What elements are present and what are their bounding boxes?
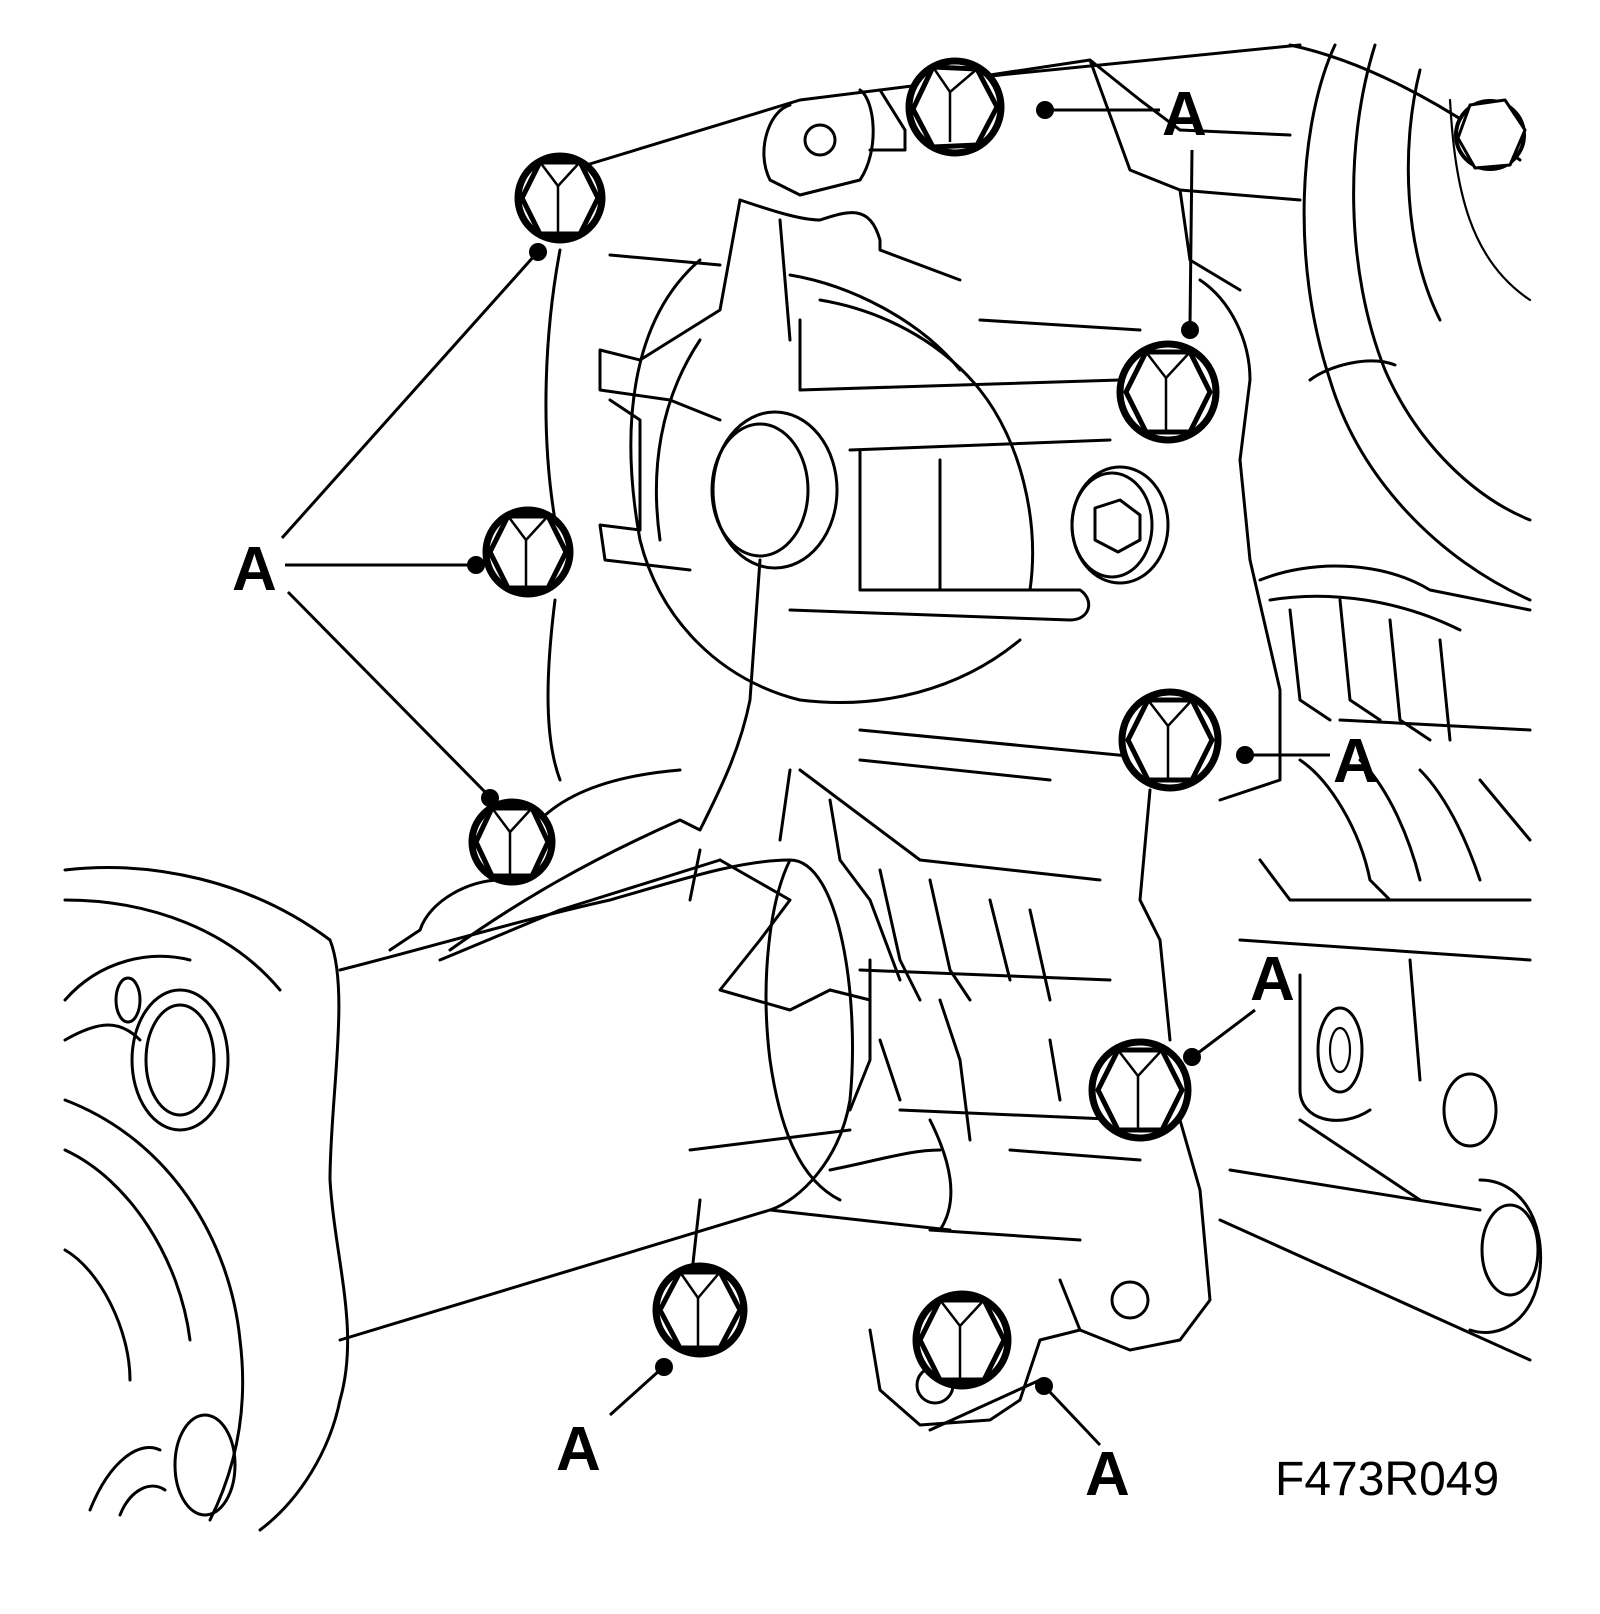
axle-flange: [63, 866, 350, 1532]
callout-labels: A A A A A A A: [232, 80, 1378, 1509]
callout-label-bottom-right: A: [1085, 1440, 1130, 1509]
socket-plug-icon: [1070, 465, 1170, 585]
bolt-group: [468, 57, 1222, 1390]
bolt-icon: [1088, 1038, 1192, 1142]
bolt-icon: [652, 1262, 748, 1358]
bracket-plate: [544, 43, 1302, 1432]
callout-label-left: A: [232, 535, 277, 604]
bolt-icon: [912, 1290, 1012, 1390]
leader-lines: [280, 101, 1330, 1447]
callout-label-bottom-left: A: [556, 1415, 601, 1484]
bolt-icon: [1118, 688, 1222, 792]
figure-code: F473R049: [1275, 1453, 1499, 1506]
bolt-icon: [482, 506, 574, 598]
ribbed-housing: [538, 728, 1172, 1242]
background-bolt-icon: [1454, 98, 1527, 171]
bolt-icon: [468, 798, 556, 886]
round-cover: [598, 198, 1170, 704]
axle-tube: [338, 558, 872, 1342]
callout-label-lower-right: A: [1250, 945, 1295, 1014]
flywheel-housing: [1218, 43, 1543, 1362]
bolt-icon: [514, 152, 606, 244]
callout-label-top-right: A: [1162, 80, 1207, 149]
bolt-icon: [1116, 340, 1220, 444]
bolt-icon: [905, 57, 1005, 157]
callout-label-mid-right: A: [1333, 727, 1378, 796]
